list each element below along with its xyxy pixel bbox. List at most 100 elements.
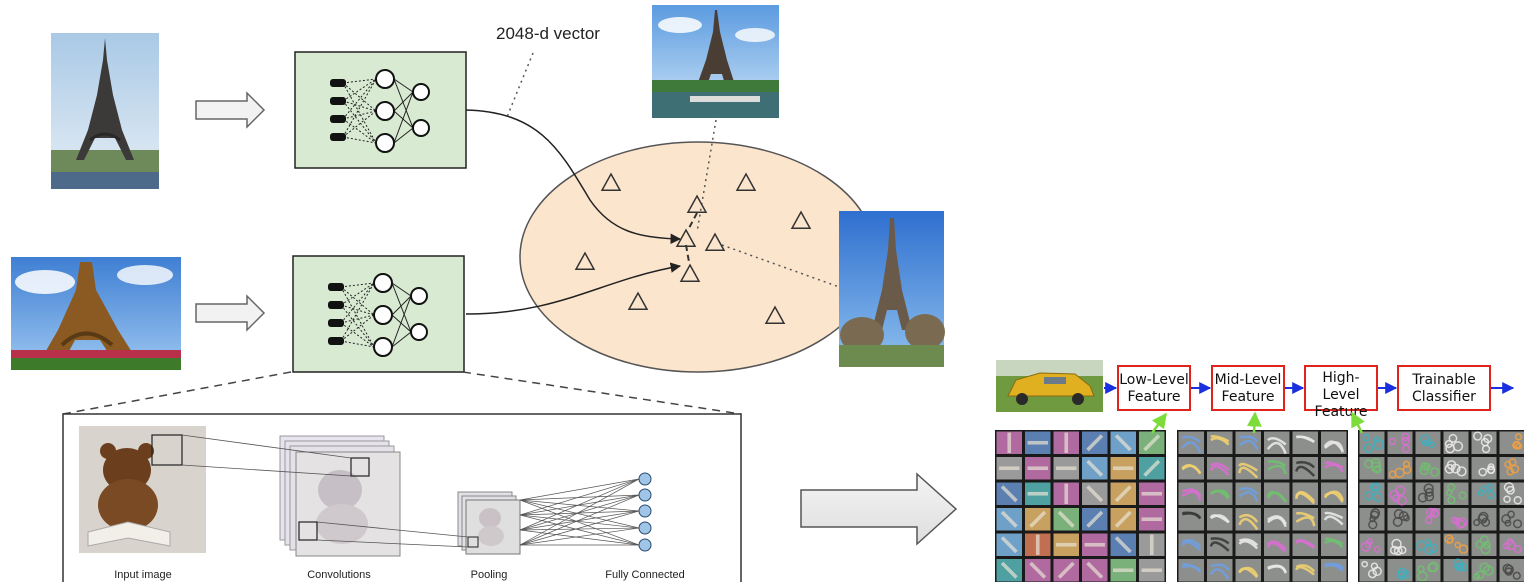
filter-blob xyxy=(1401,436,1410,446)
filter-blob xyxy=(1444,439,1453,449)
filter-blob xyxy=(1392,494,1401,503)
filter-stroke xyxy=(1181,540,1202,551)
filter-blob xyxy=(1423,462,1431,471)
low-level-filters xyxy=(995,430,1166,582)
network-connection xyxy=(342,78,377,120)
network-connection xyxy=(391,331,412,348)
fc-connection xyxy=(519,478,640,501)
filter-blob xyxy=(1388,470,1397,479)
fc-connection xyxy=(519,499,640,512)
filter-stroke xyxy=(1239,435,1259,443)
filter-stroke xyxy=(1295,511,1315,520)
filter-blob xyxy=(1482,541,1491,549)
network-connection xyxy=(340,322,375,348)
fc-connection xyxy=(519,494,640,531)
filter-blob xyxy=(1428,543,1439,554)
filter-blob xyxy=(1364,459,1374,469)
kernel-line-2 xyxy=(181,464,352,477)
filter-stroke xyxy=(1267,565,1287,574)
fc-connection xyxy=(519,527,640,546)
input-node xyxy=(330,115,346,123)
filter-blob xyxy=(1402,460,1411,468)
filter-stripe xyxy=(1007,432,1012,453)
filter-stroke xyxy=(1238,439,1259,451)
filter-blob xyxy=(1423,483,1434,494)
filter-blob xyxy=(1478,467,1488,477)
filter-blob xyxy=(1445,443,1455,454)
eiffel-photo-1 xyxy=(51,33,159,189)
fc-connection xyxy=(519,494,640,546)
link-mid-level xyxy=(1246,411,1262,434)
label-fully-connected: Fully Connected xyxy=(605,569,685,581)
triangle-icon xyxy=(686,194,708,213)
filter-cell xyxy=(1178,457,1204,480)
filter-stripe xyxy=(1029,561,1047,579)
network-connection xyxy=(391,282,412,297)
mid-level-filters xyxy=(1177,430,1348,582)
filter-blob xyxy=(1486,490,1496,500)
filter-stroke xyxy=(1324,463,1344,473)
filter-blob xyxy=(1364,491,1374,501)
fc-connection xyxy=(519,529,640,546)
filter-blob xyxy=(1430,467,1440,477)
filter-stripe xyxy=(1086,485,1104,503)
fc-node xyxy=(638,538,652,552)
input-node xyxy=(330,79,346,87)
filter-stripe xyxy=(1141,491,1162,496)
filter-blob xyxy=(1458,544,1469,554)
network-connection xyxy=(393,78,414,93)
output-node xyxy=(412,119,430,137)
filter-blob xyxy=(1388,437,1397,446)
filter-stripe xyxy=(1064,483,1069,504)
filter-blob xyxy=(1457,517,1468,528)
fc-connection xyxy=(519,499,640,546)
filter-stripe xyxy=(1029,510,1047,528)
filter-panel-bg xyxy=(995,430,1166,582)
filter-stroke xyxy=(1295,465,1316,477)
filter-cell xyxy=(1292,508,1318,531)
network-connection xyxy=(342,110,377,120)
filter-stripe xyxy=(999,466,1020,471)
network-connection xyxy=(342,82,377,144)
output-node xyxy=(410,323,428,341)
filter-blob xyxy=(1403,514,1410,522)
pipeline-label-line: Level xyxy=(1323,387,1360,403)
filter-stripe xyxy=(1114,510,1132,528)
triangle-icon xyxy=(764,305,786,324)
filter-cell xyxy=(1292,533,1318,556)
network-connection xyxy=(393,91,414,144)
triangle-icon xyxy=(735,172,757,191)
filter-stroke xyxy=(1210,462,1230,471)
filter-stroke xyxy=(1210,489,1230,499)
filter-stripe xyxy=(1086,561,1104,579)
output-node xyxy=(410,287,428,305)
fc-connection xyxy=(519,514,640,529)
filter-blob xyxy=(1373,546,1381,553)
filter-stroke xyxy=(1181,539,1202,548)
filter-blob xyxy=(1447,495,1456,505)
filter-blob xyxy=(1512,571,1521,580)
input-node xyxy=(328,283,344,291)
triangle-icon xyxy=(675,228,697,247)
link-low-level xyxy=(1150,412,1168,434)
filter-blob xyxy=(1425,507,1436,518)
fc-node xyxy=(638,488,652,502)
fc-connection xyxy=(519,478,640,546)
filter-blob xyxy=(1475,540,1484,549)
filter-blob xyxy=(1502,542,1511,550)
filter-stroke xyxy=(1238,491,1259,502)
filter-blob xyxy=(1419,434,1431,445)
filter-blob xyxy=(1506,485,1515,495)
zoom-line-left xyxy=(62,371,292,415)
filter-blob xyxy=(1427,562,1437,573)
filter-blob xyxy=(1487,463,1495,471)
network-connection xyxy=(342,78,377,138)
triangle-icon xyxy=(574,251,596,270)
fc-node xyxy=(638,472,652,486)
filter-blob xyxy=(1368,520,1378,530)
filter-stroke xyxy=(1267,516,1287,528)
filter-stroke xyxy=(1209,514,1230,524)
network-connection xyxy=(340,282,375,288)
filter-cell xyxy=(1359,533,1385,556)
